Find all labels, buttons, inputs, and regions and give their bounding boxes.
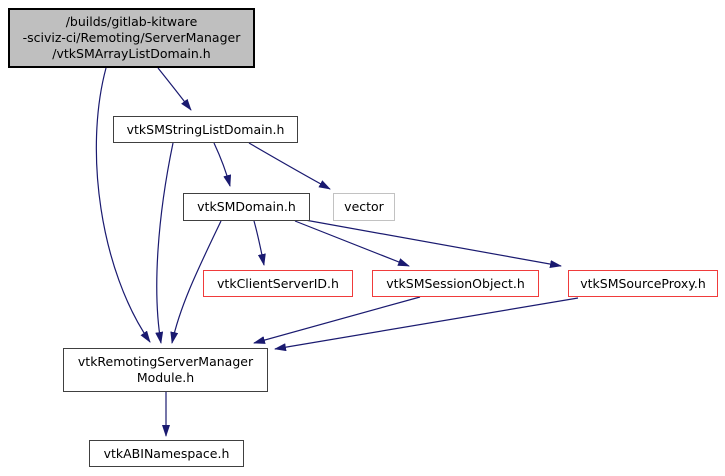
edge-stringlistdomain-to-vector (248, 142, 331, 190)
edge-domain-to-sourceproxy (304, 219, 562, 268)
node-label: vtkSMSessionObject.h (386, 275, 525, 291)
node-label-line: Module.h (136, 370, 195, 385)
node-label: vtkABINamespace.h (103, 445, 230, 461)
node-label: vector (344, 199, 384, 214)
node-vtksmsessionobject[interactable]: vtkSMSessionObject.h (372, 270, 539, 297)
node-vtkabinamespace[interactable]: vtkABINamespace.h (89, 440, 244, 467)
node-label: vtkSMStringListDomain.h (126, 121, 285, 137)
edge-sourceproxy-to-module (274, 297, 579, 352)
edge-arraylistdomain-to-stringlistdomain (157, 67, 192, 111)
edge-domain-to-sessionobject (294, 220, 410, 267)
edge-sessionobject-to-module (253, 296, 421, 344)
node-vtkremotingservermanagermodule[interactable]: vtkRemotingServerManager Module.h (63, 348, 268, 392)
node-vtksmdomain[interactable]: vtkSMDomain.h (183, 193, 310, 221)
node-vtksmsourceproxy[interactable]: vtkSMSourceProxy.h (568, 270, 718, 297)
node-label: vtkSMDomain.h (197, 199, 296, 214)
edge-stringlistdomain-to-domain (213, 142, 232, 187)
node-label: vtkSMSourceProxy.h (580, 275, 706, 291)
node-label-line: /vtkSMArrayListDomain.h (52, 46, 211, 61)
node-vector: vector (333, 193, 395, 221)
node-label-line: vtkRemotingServerManager (77, 354, 254, 369)
edge-domain-to-clientserverid (253, 220, 266, 266)
node-vtksmstringlistdomain[interactable]: vtkSMStringListDomain.h (113, 116, 298, 143)
edge-stringlistdomain-to-module (155, 142, 174, 344)
edge-arraylistdomain-to-module (95, 67, 151, 343)
node-vtksmarraylistdomain: /builds/gitlab-kitware -sciviz-ci/Remoti… (8, 8, 255, 68)
node-vtkclientserverid[interactable]: vtkClientServerID.h (203, 270, 353, 297)
node-label: vtkClientServerID.h (217, 275, 339, 291)
node-label-line: -sciviz-ci/Remoting/ServerManager (22, 30, 241, 45)
node-label-line: /builds/gitlab-kitware (65, 14, 198, 29)
